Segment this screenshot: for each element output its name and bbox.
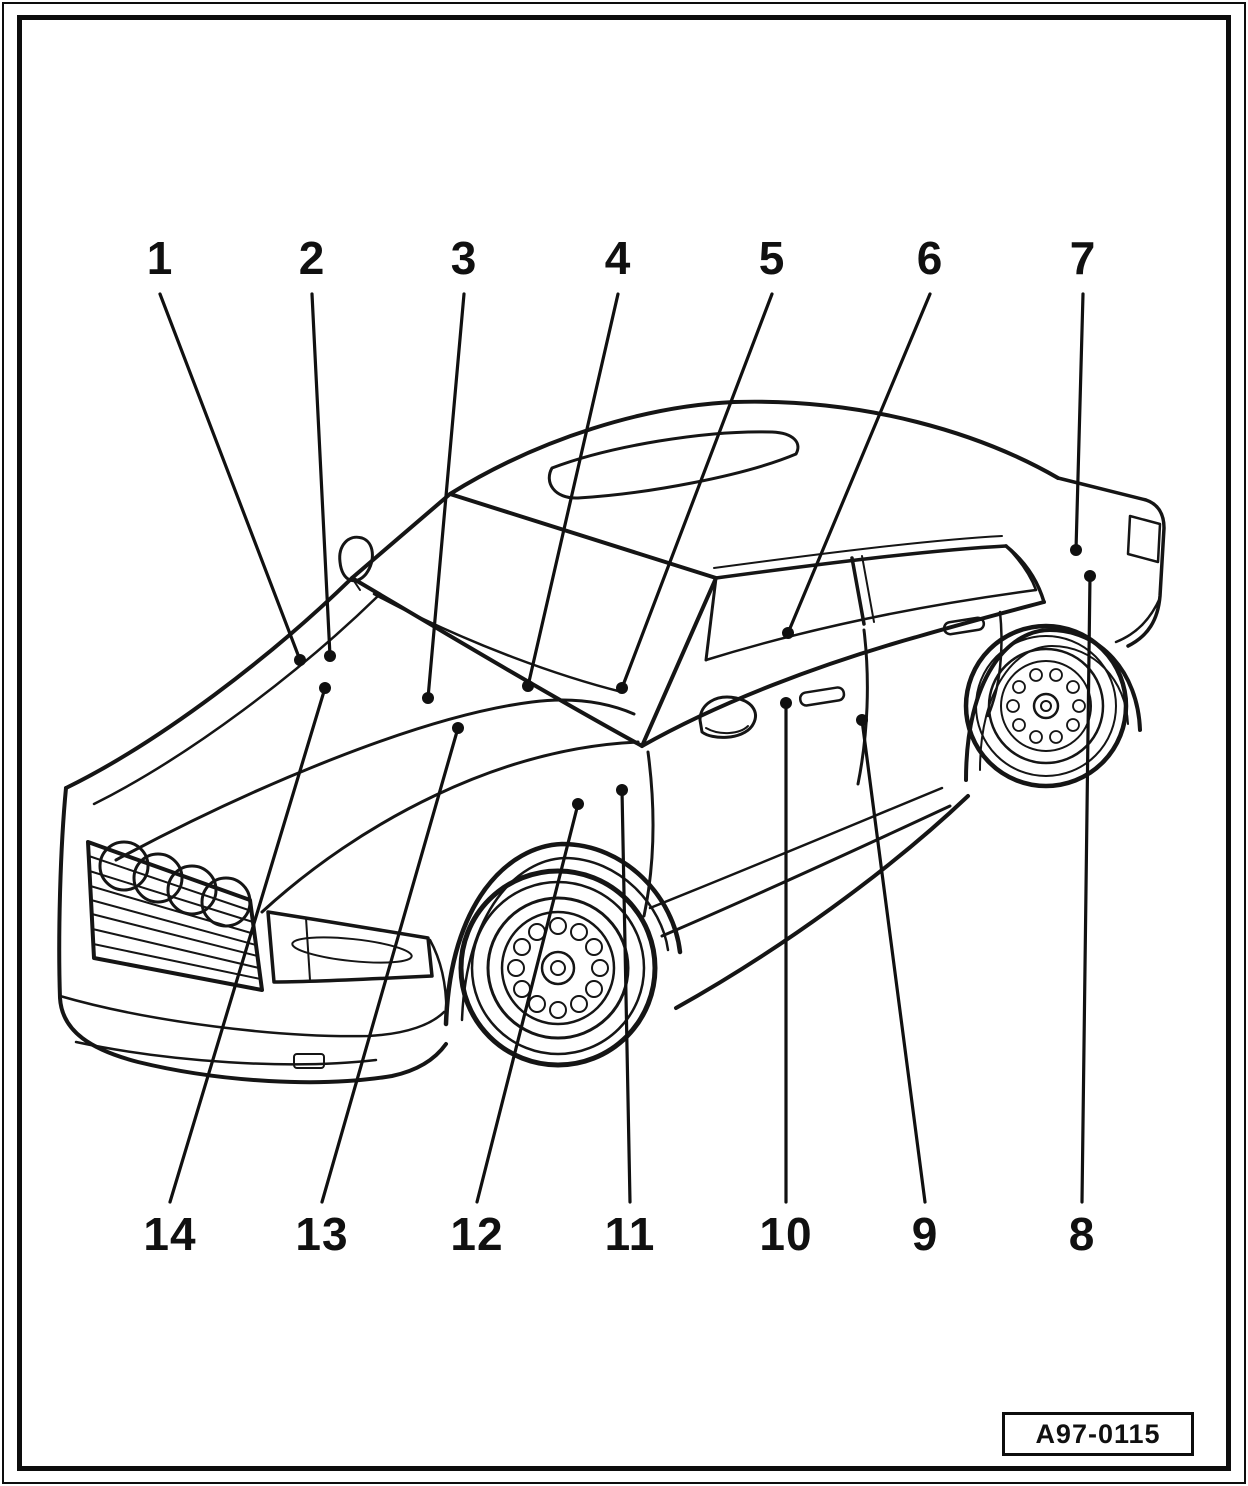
rocker-line — [660, 804, 952, 938]
window-sill-line — [704, 588, 1038, 662]
callout-label-10: 10 — [759, 1208, 813, 1260]
rear-bumper-line — [1114, 596, 1162, 644]
leader-line-8 — [1080, 574, 1092, 1204]
car-line-art — [57, 399, 1166, 1085]
b-pillar-inner — [861, 555, 875, 623]
callout-label-13: 13 — [295, 1208, 349, 1260]
figure-code: A97-0115 — [1035, 1418, 1161, 1449]
leader-line-3 — [426, 292, 466, 700]
underbody-line — [674, 794, 970, 1010]
rear-door-edge — [856, 628, 869, 786]
front-door-handle — [798, 686, 846, 707]
grille-outline — [86, 840, 264, 992]
rear-wheel-arch-inner — [979, 645, 1129, 771]
callout-label-6: 6 — [916, 232, 944, 284]
trunk-line — [1056, 476, 1166, 648]
callout-label-2: 2 — [298, 232, 326, 284]
hood-inner-line — [92, 594, 380, 806]
leader-line-12 — [475, 802, 580, 1204]
leader-line-9 — [860, 718, 927, 1204]
roofline — [448, 399, 1060, 496]
far-mirror-stalk — [351, 577, 361, 591]
hood-crease — [114, 698, 636, 862]
callout-label-4: 4 — [604, 232, 632, 284]
front-wheel-arch — [443, 841, 683, 1027]
callout-dot-3 — [422, 692, 434, 704]
rear-wheel — [963, 623, 1129, 789]
drip-rail — [713, 535, 1003, 569]
leader-line-6 — [786, 292, 932, 635]
rear-door-handle — [942, 616, 986, 636]
brand-rings-icon — [98, 840, 252, 928]
beltline — [640, 600, 1046, 748]
callout-dot-2 — [324, 650, 336, 662]
callout-label-1: 1 — [146, 232, 174, 284]
fender-top-line — [64, 576, 354, 790]
callout-dot-5 — [616, 682, 628, 694]
sunroof — [547, 430, 800, 500]
leader-line-4 — [526, 292, 620, 688]
callout-dot-6 — [782, 627, 794, 639]
callout-label-14: 14 — [143, 1208, 197, 1260]
leader-line-14 — [168, 686, 327, 1204]
callout-dot-13 — [452, 722, 464, 734]
headlight-divider — [305, 917, 311, 981]
sill-line — [648, 786, 944, 910]
leader-line-13 — [320, 726, 460, 1204]
callout-label-8: 8 — [1068, 1208, 1096, 1260]
headlight-lens — [291, 936, 413, 964]
taillight — [1126, 514, 1162, 564]
callout-dot-11 — [616, 784, 628, 796]
leader-line-1 — [158, 292, 302, 662]
callout-label-12: 12 — [450, 1208, 504, 1260]
figure-code-box: A97-0115 — [1002, 1412, 1194, 1456]
hood-cut-line — [260, 740, 640, 914]
leader-line-5 — [620, 292, 774, 690]
near-side-mirror — [698, 695, 757, 739]
callout-dot-8 — [1084, 570, 1096, 582]
leader-line-7 — [1074, 292, 1085, 552]
callout-label-3: 3 — [450, 232, 478, 284]
leader-line-11 — [620, 788, 632, 1204]
callout-label-7: 7 — [1069, 232, 1097, 284]
front-fascia — [57, 786, 448, 1085]
callout-dot-9 — [856, 714, 868, 726]
roof-rail — [714, 544, 1008, 580]
front-door-edge — [642, 750, 655, 918]
callout-label-11: 11 — [604, 1208, 656, 1260]
callout-dot-10 — [780, 697, 792, 709]
bumper-crease — [58, 994, 446, 1038]
leader-line-2 — [310, 292, 332, 658]
near-mirror-inner — [705, 725, 749, 734]
tow-cover — [293, 1053, 325, 1069]
callout-dot-7 — [1070, 544, 1082, 556]
bumper-lower-line — [74, 1040, 378, 1066]
callout-label-5: 5 — [758, 232, 786, 284]
leader-lines — [158, 292, 1092, 1204]
headlight — [266, 910, 434, 984]
callout-dot-4 — [522, 680, 534, 692]
b-pillar — [850, 556, 866, 626]
rear-quarter-cut — [986, 610, 1003, 718]
callout-dots — [294, 544, 1096, 810]
far-side-mirror — [338, 535, 374, 583]
callout-dot-1 — [294, 654, 306, 666]
callout-dot-12 — [572, 798, 584, 810]
windshield-inner-line — [372, 592, 624, 694]
windshield — [350, 492, 718, 748]
quarter-window-edge — [1004, 544, 1038, 592]
a-pillar-near — [704, 576, 718, 662]
callout-label-9: 9 — [911, 1208, 939, 1260]
callout-dot-14 — [319, 682, 331, 694]
